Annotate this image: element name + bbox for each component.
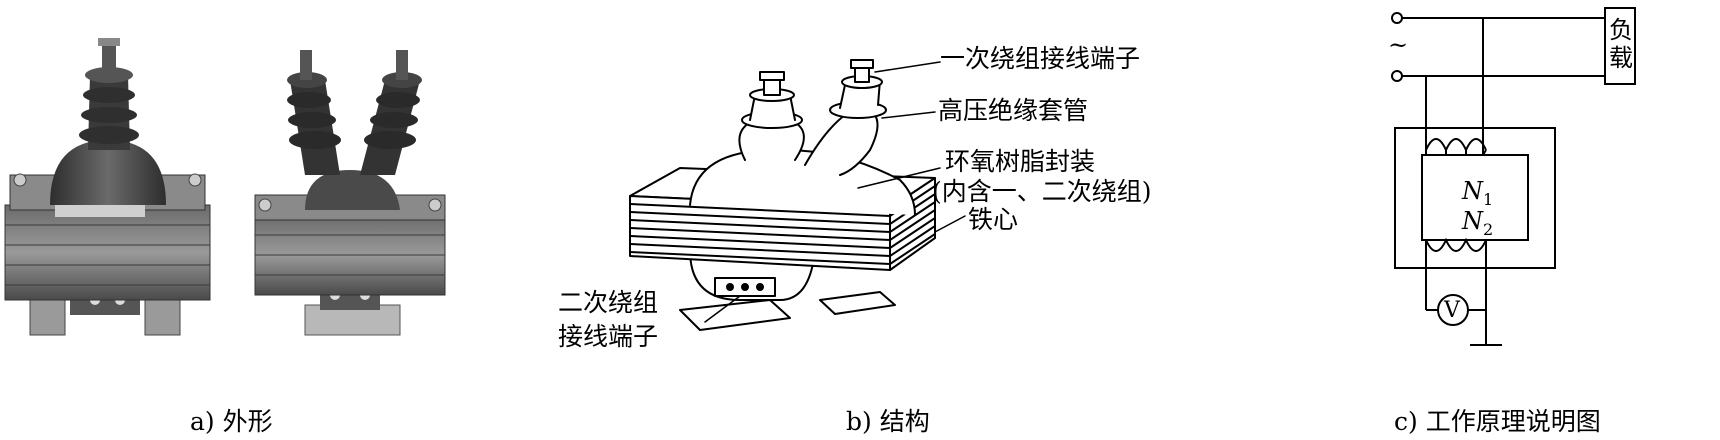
core-outer: [1394, 127, 1556, 269]
panel-structure: 一次绕组接线端子 高压绝缘套管 环氧树脂封装 (内含一、二次绕组) 铁心 二次绕…: [540, 0, 1320, 440]
primary-winding: [1425, 138, 1487, 155]
photo-double-bushing-transformer: [254, 50, 446, 336]
appearance-photos: [4, 38, 446, 336]
source-terminal-top: [1391, 12, 1403, 24]
source-symbol: ~: [1388, 31, 1409, 59]
caption-appearance: a) 外形: [190, 407, 273, 436]
principle-diagram: [1391, 7, 1636, 346]
panel-appearance: a) 外形: [0, 0, 460, 440]
voltmeter-circle: [1437, 294, 1469, 326]
label-epoxy-line1: 环氧树脂封装: [945, 147, 1096, 176]
label-secondary-terminal-line2: 接线端子: [558, 322, 659, 351]
mounting-feet: [679, 291, 896, 331]
leader-lines: [704, 61, 966, 323]
voltmeter-label: V: [1444, 298, 1460, 323]
panel-principle: ~ 负载 N1 N2 V c) 工作原理说明图: [1380, 0, 1720, 440]
n2-label: N2: [1462, 207, 1494, 239]
label-core: 铁心: [968, 205, 1019, 234]
load-box: [1604, 7, 1636, 85]
label-primary-terminal: 一次绕组接线端子: [940, 44, 1141, 73]
caption-principle: c) 工作原理说明图: [1394, 407, 1601, 436]
core-window: [1421, 154, 1529, 241]
caption-structure: b) 结构: [846, 407, 930, 436]
label-secondary-terminal-line1: 二次绕组: [558, 288, 659, 317]
structure-drawing: [629, 59, 966, 331]
n2-subscript: 2: [1483, 219, 1494, 239]
right-bushing: [804, 59, 887, 176]
source-terminal-bottom: [1391, 70, 1403, 82]
photo-single-bushing-transformer: [4, 38, 211, 336]
label-hv-bushing: 高压绝缘套管: [938, 96, 1089, 125]
n1-subscript: 1: [1483, 189, 1494, 209]
load-label: 负载: [1609, 16, 1633, 72]
secondary-winding: [1425, 237, 1487, 252]
left-bushing: [738, 71, 805, 161]
label-epoxy-line2: (内含一、二次绕组): [932, 177, 1152, 206]
n1-label: N1: [1462, 177, 1494, 209]
